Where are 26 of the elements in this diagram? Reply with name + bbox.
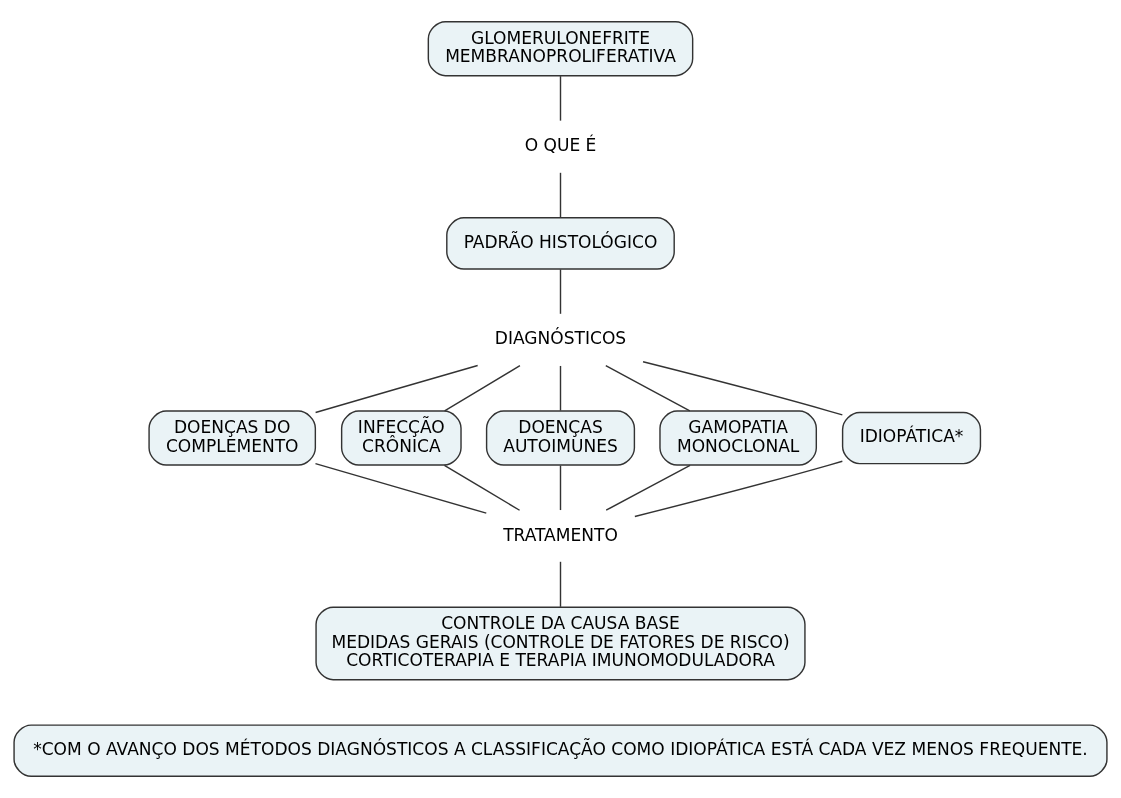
node-box: CONTROLE DA CAUSA BASE MEDIDAS GERAIS (CONTROLE DE FATORES DE RISCO) CORTICOTERAPIA E TERAPIA IMUNOMODULADORA <box>315 606 806 681</box>
connector <box>605 464 691 511</box>
node-text: TRATAMENTO <box>503 524 618 545</box>
node-text: O QUE É <box>524 135 597 156</box>
connector <box>443 365 521 412</box>
node-box: *COM O AVANÇO DOS MÉTODOS DIAGNÓSTICOS A CLASSIFICAÇÃO COMO IDIOPÁTICA ESTÁ CADA VEZ MENOS FREQUENTE. <box>13 724 1108 778</box>
node-box: IDIOPÁTICA* <box>841 411 982 465</box>
connector <box>559 365 562 412</box>
connector <box>314 364 479 414</box>
connector <box>605 365 691 412</box>
connector <box>642 361 844 416</box>
node-box: GLOMERULONEFRITE MEMBRANOPROLIFERATIVA <box>427 20 694 77</box>
node-box: DOENÇAS DO COMPLEMENTO <box>148 410 317 466</box>
node-box: INFECÇÃO CRÔNICA <box>340 410 462 466</box>
connector <box>559 561 562 608</box>
connector <box>559 75 562 122</box>
node-text: DIAGNÓSTICOS <box>494 328 627 349</box>
node-box: GAMOPATIA MONOCLONAL <box>659 410 817 466</box>
connector <box>634 460 844 518</box>
connector <box>314 462 487 514</box>
connector <box>559 464 562 511</box>
connector <box>559 172 562 218</box>
node-box: PADRÃO HISTOLÓGICO <box>446 217 675 270</box>
connector <box>443 464 521 511</box>
node-box: DOENÇAS AUTOIMUNES <box>485 410 636 466</box>
connector <box>559 268 562 315</box>
